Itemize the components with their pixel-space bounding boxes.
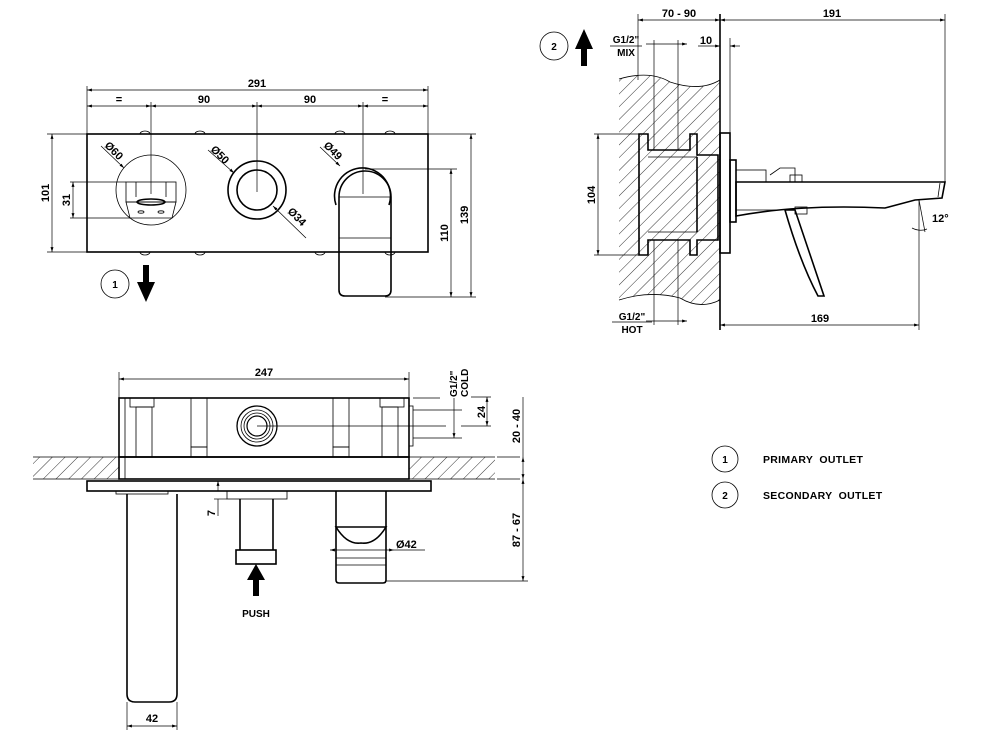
legend-label: PRIMARY OUTLET — [763, 454, 863, 466]
side-view: 70 - 90 191 10 G1/2" MIX G1/2" HOT 104 1… — [539, 8, 949, 336]
mix-label: MIX — [617, 48, 635, 59]
dim-height: 101 — [40, 184, 52, 202]
push-label: PUSH — [242, 609, 270, 620]
dim-overall-height: 139 — [459, 206, 471, 224]
legend-item-secondary: 2 SECONDARY OUTLET — [711, 481, 883, 509]
outlet-marker-1: 1 — [100, 265, 155, 302]
wall-left — [33, 457, 119, 479]
legend-label: SECONDARY OUTLET — [763, 490, 883, 502]
side-lever — [783, 209, 826, 297]
dim-knob-inner-dia: Ø34 — [285, 206, 309, 230]
dim-spout-reach: 169 — [811, 313, 829, 325]
mix-thread-label: G1/2" — [613, 35, 640, 46]
dim-lever-drop: 110 — [439, 224, 451, 242]
arrow-up-icon — [247, 564, 265, 596]
hot-thread-label: G1/2" — [619, 312, 646, 323]
dim-angle: 12° — [932, 213, 949, 225]
dim-body-width: 247 — [255, 367, 273, 379]
dim-spacing-left: 90 — [198, 94, 210, 106]
wall-section — [619, 75, 720, 305]
push-button — [235, 549, 277, 565]
plate-screws — [139, 130, 396, 256]
dim-protrusion-range: 87 - 67 — [511, 513, 523, 547]
outlet-marker-2: 2 — [539, 29, 593, 66]
hot-label: HOT — [621, 325, 642, 336]
dim-overall-width: 291 — [248, 78, 266, 90]
legend-number: 2 — [722, 491, 728, 502]
dim-cold-offset: 24 — [476, 405, 488, 418]
dim-spacing-right: 90 — [304, 94, 316, 106]
front-plate — [86, 480, 432, 492]
arrow-up-icon — [575, 29, 593, 66]
cold-label: COLD — [460, 369, 471, 397]
arrow-down-icon — [137, 265, 155, 302]
dim-lever-dia: Ø49 — [321, 140, 344, 163]
cold-thread-label: G1/2" — [449, 370, 460, 397]
dim-right-equal: = — [382, 94, 388, 106]
lever-collar — [333, 167, 392, 206]
dim-left-equal: = — [116, 94, 122, 106]
lever-handle — [338, 170, 392, 297]
svg-text:1: 1 — [112, 280, 118, 291]
dim-knob-outer-dia: Ø50 — [208, 144, 231, 167]
legend-number: 1 — [722, 455, 728, 466]
spout — [735, 181, 946, 217]
dim-spout-width: 42 — [146, 713, 158, 725]
svg-text:2: 2 — [551, 42, 557, 53]
dim-plate-thickness: 10 — [700, 35, 712, 47]
legend: 1 PRIMARY OUTLET 2 SECONDARY OUTLET — [711, 445, 883, 509]
front-view: 291 = 90 90 = 101 31 Ø60 Ø50 Ø34 Ø49 1 — [40, 78, 476, 302]
valve-body — [638, 133, 719, 256]
dim-body-height: 104 — [586, 185, 598, 204]
top-view: PUSH 247 G1/2" COLD 24 20 - 40 87 - 67 — [33, 367, 528, 730]
dim-wall-range: 20 - 40 — [511, 409, 523, 443]
dim-wall-depth: 70 - 90 — [662, 8, 696, 20]
top-spout — [126, 494, 178, 703]
dim-button-gap: 7 — [206, 510, 218, 516]
dim-outlet-height: 31 — [61, 194, 73, 206]
legend-item-primary: 1 PRIMARY OUTLET — [711, 445, 863, 473]
dim-knob-dia: Ø42 — [396, 539, 417, 551]
dim-diverter-dia: Ø60 — [102, 140, 125, 163]
dim-projection: 191 — [823, 8, 841, 20]
cover-plate — [86, 133, 429, 253]
wall-right — [409, 457, 495, 479]
